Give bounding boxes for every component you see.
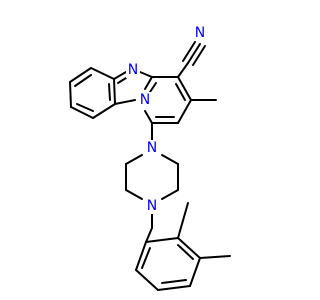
- bond-benzo-fusion: [113, 78, 116, 105]
- atom-n-bridge: N: [138, 92, 152, 108]
- bond-aryl-4: [157, 285, 191, 291]
- atom-n-pip-top: N: [145, 140, 159, 156]
- bond-benzo-nbridge: [114, 99, 136, 105]
- bond-c4-c3-inner: [175, 83, 186, 101]
- bond-layer: [69, 41, 231, 291]
- bond-nimine-c-inner: [117, 77, 127, 84]
- structure-canvas: N N N N N: [69, 25, 231, 291]
- bond-c1-nbridge: [144, 110, 153, 124]
- atom-label-n-pip-top: N: [147, 140, 157, 156]
- bond-benzo-6-inner: [108, 83, 111, 101]
- bond-benzo-3: [69, 81, 72, 108]
- bond-nimine-c: [113, 71, 127, 80]
- bond-c4-cn: [177, 62, 189, 78]
- bond-c4a-c4a-inner: [149, 82, 157, 93]
- bond-pip-3: [161, 189, 179, 200]
- bond-pip-1: [161, 154, 179, 165]
- bond-nitrile-triple-1: [182, 41, 196, 62]
- bond-aryl-2-inner: [177, 244, 194, 260]
- bond-c4-c3: [177, 76, 192, 101]
- bond-aryl-1: [145, 237, 179, 243]
- bond-nitrile-triple-2: [187, 43, 201, 64]
- bond-aryl-5: [135, 269, 159, 291]
- bond-benzo-2-inner: [74, 74, 92, 87]
- bond-aryl-2: [177, 237, 201, 259]
- bond-benzo-1: [90, 67, 115, 80]
- bond-c3-c2: [177, 99, 192, 124]
- bond-ch2-aryl: [145, 227, 153, 243]
- atom-label-layer: N N N N N: [126, 25, 207, 214]
- bond-aryl-4-inner: [161, 279, 187, 284]
- bond-pip-4: [125, 154, 143, 165]
- bond-c4a-nbridge: [144, 76, 153, 90]
- bond-aryl-methyl-para: [199, 255, 231, 259]
- bond-benzo-5: [92, 103, 116, 119]
- molecule-diagram: N N N N N: [69, 25, 231, 291]
- atom-n-pip-bottom: N: [145, 198, 159, 214]
- atom-label-n-imine: N: [128, 62, 138, 78]
- atom-n-imine: N: [126, 62, 140, 78]
- bond-nitrile-triple-3: [192, 45, 206, 66]
- bond-aryl-6-inner: [141, 247, 151, 269]
- bond-pip-6: [125, 189, 143, 200]
- atom-label-n-nitrile: N: [195, 25, 205, 41]
- bond-aryl-methyl-ortho: [177, 202, 189, 239]
- bond-benzo-4-inner: [76, 103, 94, 112]
- atom-label-n-pip-bottom: N: [147, 198, 157, 214]
- atom-label-n-bridge: N: [140, 92, 150, 108]
- bond-aryl-6: [135, 241, 147, 271]
- bond-benzo-4: [70, 106, 94, 119]
- bond-benzo-2: [69, 67, 92, 83]
- bond-c4a-nimine: [139, 71, 153, 78]
- atom-n-nitrile: N: [193, 25, 207, 41]
- bond-aryl-3: [189, 257, 201, 287]
